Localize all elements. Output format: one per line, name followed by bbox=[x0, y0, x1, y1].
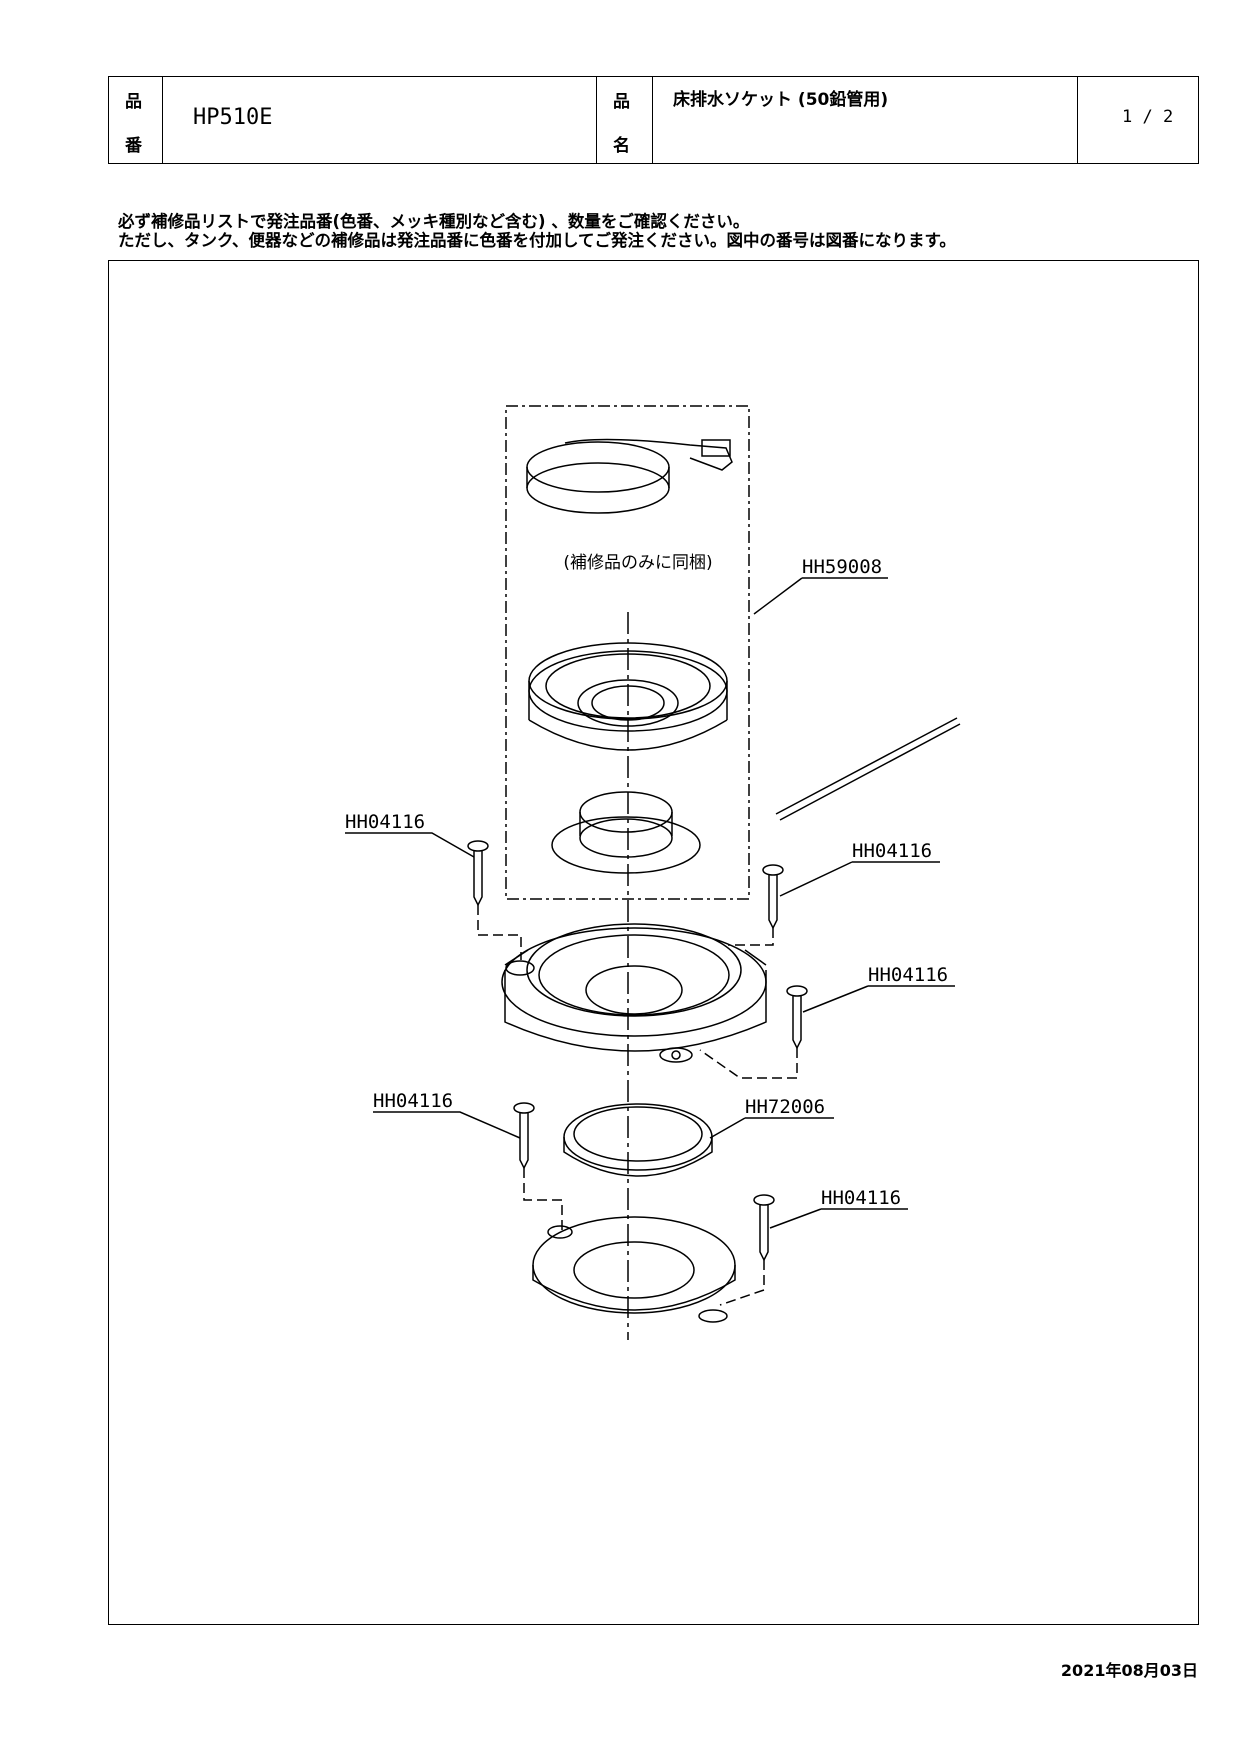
hose-clamp bbox=[526, 438, 733, 514]
name-label-bottom: 名 bbox=[613, 136, 630, 156]
rod bbox=[775, 717, 961, 821]
callout-screw-lower-left: HH04116 bbox=[373, 1090, 453, 1112]
title-block: 品 番 HP510E 品 名 床排水ソケット (50鉛管用) 1 / 2 bbox=[108, 76, 1199, 164]
product-name-cell: 床排水ソケット (50鉛管用) bbox=[653, 77, 1078, 163]
order-notes: 必ず補修品リストで発注品番(色番、メッキ種別など含む) 、数量をご確認ください。… bbox=[118, 212, 956, 250]
name-label-top: 品 bbox=[613, 92, 630, 112]
callout-screw-upper-right: HH04116 bbox=[852, 840, 932, 862]
screw-upper-right bbox=[728, 864, 784, 946]
part-number: HP510E bbox=[193, 105, 273, 130]
kit-dashed-box bbox=[505, 405, 750, 900]
screw-lower-right bbox=[719, 1194, 775, 1306]
page-number: 1 / 2 bbox=[1122, 107, 1174, 127]
callout-hh59008: HH59008 bbox=[802, 556, 882, 578]
part-no-cell: HP510E bbox=[163, 77, 597, 163]
page-cell: 1 / 2 bbox=[1078, 77, 1198, 163]
flange-base bbox=[501, 923, 767, 1063]
callout-screw-upper-left: HH04116 bbox=[345, 811, 425, 833]
screw-mid-right bbox=[699, 985, 808, 1079]
callout-screw-lower-right: HH04116 bbox=[821, 1187, 901, 1209]
callout-screw-mid-right: HH04116 bbox=[868, 964, 948, 986]
callout-hh72006: HH72006 bbox=[745, 1096, 825, 1118]
part-no-label-bottom: 番 bbox=[125, 136, 142, 156]
gasket-ring bbox=[563, 1103, 713, 1177]
part-no-label-cell: 品 番 bbox=[109, 77, 163, 163]
issue-date: 2021年08月03日 bbox=[1060, 1661, 1198, 1680]
name-label-cell: 品 名 bbox=[597, 77, 653, 163]
bundle-note: (補修品のみに同梱) bbox=[563, 553, 712, 573]
socket-cover bbox=[528, 642, 728, 751]
note-line-1: 必ず補修品リストで発注品番(色番、メッキ種別など含む) 、数量をご確認ください。 bbox=[118, 212, 750, 231]
inner-sleeve bbox=[551, 791, 701, 874]
note-line-2: ただし、タンク、便器などの補修品は発注品番に色番を付加してご発注ください。図中の… bbox=[118, 231, 956, 250]
screw-upper-left bbox=[467, 840, 522, 960]
part-no-label-top: 品 bbox=[125, 92, 142, 112]
diagram-frame bbox=[108, 260, 1199, 1625]
screw-lower-left bbox=[513, 1102, 563, 1230]
product-name: 床排水ソケット (50鉛管用) bbox=[673, 90, 889, 110]
base-plate bbox=[532, 1216, 736, 1323]
